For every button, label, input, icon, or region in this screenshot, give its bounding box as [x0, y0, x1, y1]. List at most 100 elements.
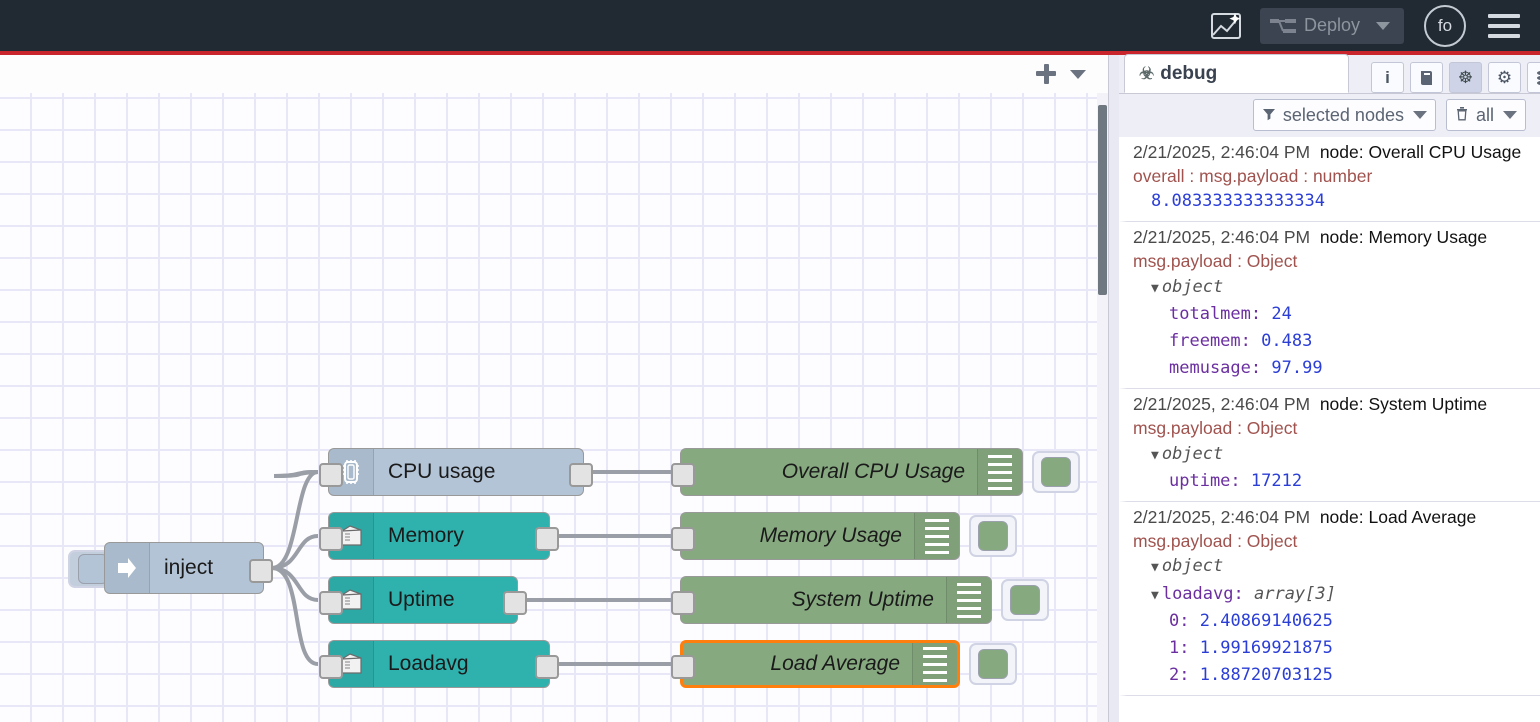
array-item-row: 1: 1.99169921875: [1133, 635, 1534, 662]
filter-chevron-down-icon[interactable]: [1413, 111, 1427, 119]
array-value: 1.88720703125: [1200, 665, 1333, 685]
debug-message[interactable]: 2/21/2025, 2:46:04 PM node: Overall CPU …: [1119, 137, 1540, 222]
flow-node-debug-system-uptime[interactable]: System Uptime: [680, 576, 992, 624]
clear-label: all: [1476, 105, 1494, 126]
deploy-chevron-down-icon[interactable]: [1376, 22, 1390, 30]
debug-node-name[interactable]: Load Average: [1369, 507, 1477, 527]
input-port[interactable]: [319, 463, 343, 487]
node-label: Memory Usage: [681, 524, 914, 548]
context-data-icon[interactable]: [1527, 62, 1540, 93]
property-value: 17212: [1251, 471, 1302, 491]
object-root-row[interactable]: ▼object: [1133, 441, 1534, 468]
user-avatar[interactable]: fo: [1424, 5, 1466, 47]
flow-node-debug-load-average[interactable]: Load Average: [680, 640, 960, 688]
config-gear-icon[interactable]: ⚙: [1488, 62, 1521, 93]
expand-triangle-icon[interactable]: ▼: [1151, 281, 1159, 296]
output-port[interactable]: [569, 463, 593, 487]
array-value: 2.40869140625: [1200, 611, 1333, 631]
debug-toolbar: selected nodes all: [1119, 93, 1540, 137]
wire-layer: [0, 93, 1100, 722]
debug-message-topic: msg.payload : Object: [1133, 530, 1534, 554]
debug-bug-icon[interactable]: ☸: [1449, 62, 1482, 93]
object-root-row[interactable]: ▼object: [1133, 553, 1534, 580]
info-glyph: i: [1385, 68, 1390, 88]
output-port[interactable]: [249, 559, 273, 583]
debug-lines-icon: [914, 513, 959, 559]
filter-selected-nodes-button[interactable]: selected nodes: [1253, 99, 1436, 131]
object-property-row: memusage: 97.99: [1133, 355, 1534, 382]
output-port[interactable]: [535, 527, 559, 551]
input-port[interactable]: [671, 527, 695, 551]
tab-debug[interactable]: ☣ debug: [1124, 54, 1349, 93]
input-port[interactable]: [671, 463, 695, 487]
node-label: Uptime: [374, 588, 465, 612]
expand-triangle-icon[interactable]: ▼: [1151, 560, 1159, 575]
main-menu-button[interactable]: [1488, 14, 1520, 38]
input-port[interactable]: [671, 655, 695, 679]
input-port[interactable]: [671, 591, 695, 615]
clear-chevron-down-icon[interactable]: [1503, 111, 1517, 119]
array-root-row[interactable]: ▼loadavg: array[3]: [1133, 581, 1534, 608]
info-icon[interactable]: i: [1371, 62, 1404, 93]
debug-node-name[interactable]: Overall CPU Usage: [1369, 142, 1522, 162]
help-book-icon[interactable]: [1410, 62, 1443, 93]
debug-node-prefix: node:: [1320, 507, 1364, 527]
debug-timestamp: 2/21/2025, 2:46:04 PM: [1133, 142, 1310, 162]
flow-node-cpu-usage[interactable]: CPU usage: [328, 448, 584, 496]
filter-funnel-icon: [1262, 105, 1276, 126]
debug-node-name[interactable]: Memory Usage: [1369, 227, 1488, 247]
debug-message-header: 2/21/2025, 2:46:04 PM node: System Uptim…: [1133, 393, 1534, 417]
property-key: uptime: [1169, 471, 1230, 491]
debug-node-toggle-overall-cpu[interactable]: [1032, 451, 1080, 493]
debug-message[interactable]: 2/21/2025, 2:46:04 PM node: Memory Usage…: [1119, 222, 1540, 389]
sidebar-tools: i ☸ ⚙: [1371, 62, 1540, 93]
property-value: 97.99: [1271, 358, 1322, 378]
flow-node-debug-memory-usage[interactable]: Memory Usage: [680, 512, 960, 560]
deploy-button[interactable]: Deploy: [1260, 8, 1404, 44]
hamburger-bar: [1488, 14, 1520, 18]
debug-node-name[interactable]: System Uptime: [1369, 394, 1488, 414]
input-port[interactable]: [319, 591, 343, 615]
input-port[interactable]: [319, 527, 343, 551]
flow-node-uptime[interactable]: Uptime: [328, 576, 518, 624]
output-port[interactable]: [535, 655, 559, 679]
expand-triangle-icon[interactable]: ▼: [1151, 588, 1159, 603]
trash-icon: [1455, 105, 1469, 126]
debug-node-prefix: node:: [1320, 227, 1364, 247]
deploy-icon: [1270, 17, 1296, 35]
debug-node-toggle-load-average[interactable]: [969, 643, 1017, 685]
debug-node-toggle-system-uptime[interactable]: [1001, 579, 1049, 621]
property-key: memusage: [1169, 358, 1251, 378]
flow-node-loadavg[interactable]: Loadavg: [328, 640, 550, 688]
debug-node-prefix: node:: [1320, 142, 1364, 162]
debug-message[interactable]: 2/21/2025, 2:46:04 PM node: System Uptim…: [1119, 389, 1540, 502]
input-port[interactable]: [319, 655, 343, 679]
flow-node-inject[interactable]: inject: [104, 542, 264, 594]
debug-message-topic: msg.payload : Object: [1133, 417, 1534, 441]
object-property-row: totalmem: 24: [1133, 301, 1534, 328]
arrow-right-icon: [105, 543, 150, 593]
flow-node-debug-overall-cpu[interactable]: Overall CPU Usage: [680, 448, 1023, 496]
hamburger-bar: [1488, 24, 1520, 28]
flow-node-memory[interactable]: Memory: [328, 512, 550, 560]
debug-toggle-inner: [978, 521, 1008, 551]
node-label: System Uptime: [681, 588, 946, 612]
clear-all-button[interactable]: all: [1446, 99, 1526, 131]
debug-timestamp: 2/21/2025, 2:46:04 PM: [1133, 507, 1310, 527]
object-property-row: freemem: 0.483: [1133, 328, 1534, 355]
output-port[interactable]: [503, 591, 527, 615]
add-flow-button[interactable]: [1032, 60, 1060, 88]
debug-message[interactable]: 2/21/2025, 2:46:04 PM node: Load Average…: [1119, 502, 1540, 696]
debug-timestamp: 2/21/2025, 2:46:04 PM: [1133, 227, 1310, 247]
tab-debug-label: debug: [1160, 63, 1217, 85]
expand-triangle-icon[interactable]: ▼: [1151, 448, 1159, 463]
debug-message-list[interactable]: 2/21/2025, 2:46:04 PM node: Overall CPU …: [1119, 137, 1540, 722]
bug-glyph: ☸: [1458, 68, 1473, 88]
flow-assistant-icon[interactable]: [1204, 6, 1248, 46]
object-root-row[interactable]: ▼object: [1133, 274, 1534, 301]
flow-canvas[interactable]: inject CPU usage: [0, 93, 1100, 722]
canvas-scrollbar-thumb[interactable]: [1098, 105, 1107, 295]
debug-node-toggle-memory-usage[interactable]: [969, 515, 1017, 557]
flow-list-chevron-down-icon[interactable]: [1070, 70, 1086, 79]
bug-icon: ☣: [1139, 64, 1154, 84]
